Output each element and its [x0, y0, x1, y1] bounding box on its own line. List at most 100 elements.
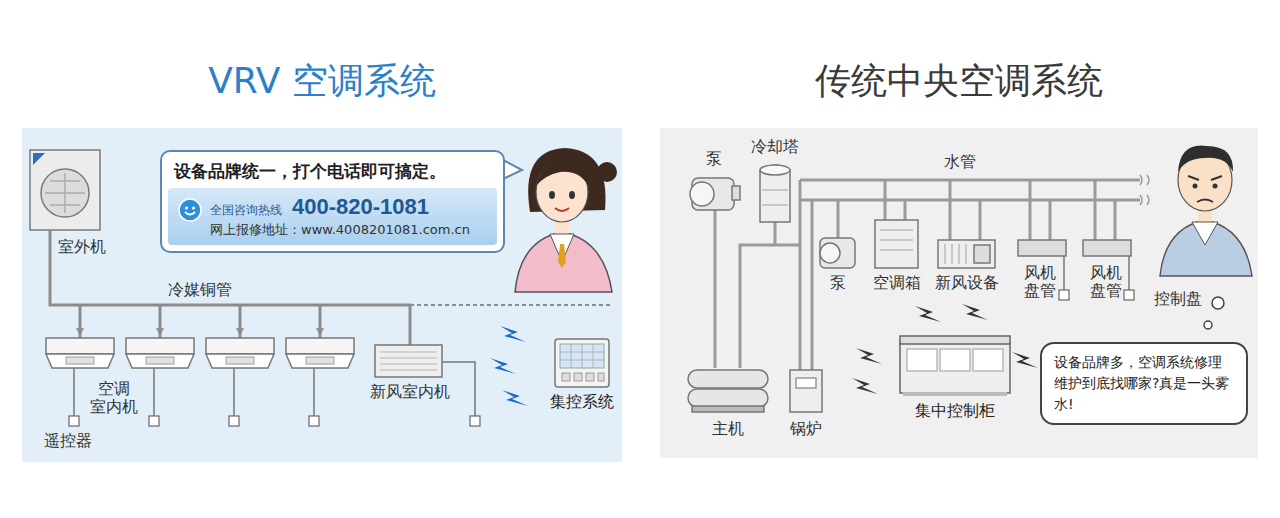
- control-cabinet-node: 集中控制柜: [890, 335, 1020, 420]
- chiller: [688, 389, 768, 407]
- refrigerant-pipe: [410, 304, 612, 306]
- remote-wire: [74, 362, 475, 416]
- thought-bubble: 设备品牌多，空调系统修理维护到底找哪家?真是一头雾水!: [1040, 342, 1248, 425]
- pump: [732, 186, 740, 200]
- hotline-label: 全国咨询热线: [210, 202, 282, 219]
- woman-figure: [515, 148, 617, 292]
- signal-bolt: [490, 326, 528, 406]
- outdoor-unit: [33, 153, 45, 165]
- part-label: 冷却塔: [751, 138, 799, 156]
- fresh-air-equipment: [945, 244, 966, 264]
- part-label: 遥控器: [44, 432, 92, 450]
- central-controller: [555, 339, 609, 387]
- remote-controller: [69, 416, 480, 426]
- hotline-icon: [192, 206, 195, 209]
- pipe-arrow: [76, 328, 84, 336]
- woman-figure: [555, 208, 569, 211]
- cooling-tower: [760, 165, 790, 175]
- pipe-arrow: [236, 328, 244, 336]
- panel-title: 传统中央空调系统: [660, 58, 1258, 104]
- boiler: [790, 370, 822, 412]
- part-label: 控制盘: [1154, 290, 1202, 308]
- man-figure: [1160, 220, 1252, 276]
- part-label: 泵: [706, 150, 722, 168]
- cooling-tower: [760, 165, 790, 222]
- cooling-tower: [762, 190, 788, 205]
- pipe-arrow: [76, 328, 324, 336]
- thought-dot: [1212, 297, 1224, 309]
- outdoor-unit: [30, 150, 100, 230]
- central-controller: [562, 373, 570, 381]
- pipe-arrow: [156, 328, 164, 336]
- part-label: 风机 盘管: [1088, 264, 1123, 301]
- fresh-air-unit: [380, 352, 437, 370]
- central-controller: [554, 338, 610, 388]
- part-label: 室外机: [58, 238, 106, 256]
- chiller: [688, 370, 768, 388]
- hotline-icon: [185, 212, 195, 215]
- hotline-icon: [178, 198, 202, 222]
- panel-ground: [22, 128, 622, 462]
- pump: [690, 182, 714, 206]
- part-label: 水管: [944, 153, 976, 171]
- remote-controller: [309, 416, 319, 426]
- control-cabinet: [973, 349, 1003, 371]
- part-label: 冷媒铜管: [168, 281, 232, 299]
- woman-figure: [536, 159, 588, 186]
- bubble-tail: [503, 160, 522, 179]
- pump: [820, 238, 855, 268]
- chiller: [688, 370, 768, 412]
- repair-url: 网上报修地址：www.4008201081.com.cn: [210, 222, 489, 239]
- fan-coil: [1083, 240, 1131, 256]
- device-label: 集中控制柜: [890, 401, 1020, 420]
- thought-text: 设备品牌多，空调系统修理维护到底找哪家?真是一头雾水!: [1054, 352, 1234, 415]
- fan-coil: [1018, 240, 1066, 256]
- chiller: [692, 406, 764, 412]
- woman-figure: [558, 244, 566, 268]
- part-label: 新风设备: [935, 274, 999, 292]
- fresh-air-equipment: [974, 245, 990, 263]
- part-label: 风机 盘管: [1022, 264, 1057, 301]
- signal-bolt: [962, 304, 988, 320]
- hotline-icon: [179, 199, 201, 221]
- hotline-number: 400-820-1081: [292, 194, 429, 219]
- remote-controller: [69, 416, 79, 426]
- woman-figure: [569, 191, 575, 199]
- thought-dot: [1204, 297, 1224, 329]
- pipe-break: [1140, 175, 1149, 205]
- remote-controller: [229, 416, 239, 426]
- man-figure: [1213, 184, 1218, 189]
- control-panel: [1059, 290, 1069, 300]
- signal-bolt: [502, 390, 528, 406]
- control-cabinet: [903, 392, 1007, 396]
- signal-bolt: [852, 378, 878, 394]
- control-cabinet: [940, 349, 970, 371]
- central-controller: [574, 373, 582, 381]
- hotline-box: 全国咨询热线 400-820-1081 网上报修地址：www.4008201081.…: [168, 188, 497, 245]
- air-handler: [880, 230, 913, 250]
- outdoor-unit: [41, 169, 89, 217]
- part-label: 主机: [712, 420, 744, 438]
- remote-controller: [470, 416, 480, 426]
- fresh-air-equipment: [938, 240, 995, 268]
- speech-bubble: 设备品牌统一，打个电话即可搞定。 全国咨询热线400-820-1081网上报修地…: [160, 150, 505, 253]
- part-label: 空调 室内机: [89, 380, 139, 417]
- fresh-air-unit: [375, 345, 442, 377]
- outdoor-unit: [30, 150, 100, 230]
- control-cabinet: [899, 335, 1011, 397]
- man-figure: [1192, 222, 1218, 245]
- cooling-tower: [760, 165, 790, 222]
- control-cabinet: [900, 336, 1010, 344]
- remote-wire: [74, 362, 475, 416]
- part-label: 锅炉: [790, 420, 822, 438]
- control-panel: [1124, 290, 1134, 300]
- pipe-arrow: [316, 328, 324, 336]
- part-label: 空调箱: [873, 274, 921, 292]
- central-controller: [586, 373, 594, 381]
- signal-bolt: [490, 358, 516, 374]
- signal-bolt: [1012, 352, 1038, 368]
- hotline-icon: [185, 206, 188, 209]
- part-label: 泵: [830, 274, 846, 292]
- panel-title: VRV 空调系统: [22, 58, 622, 104]
